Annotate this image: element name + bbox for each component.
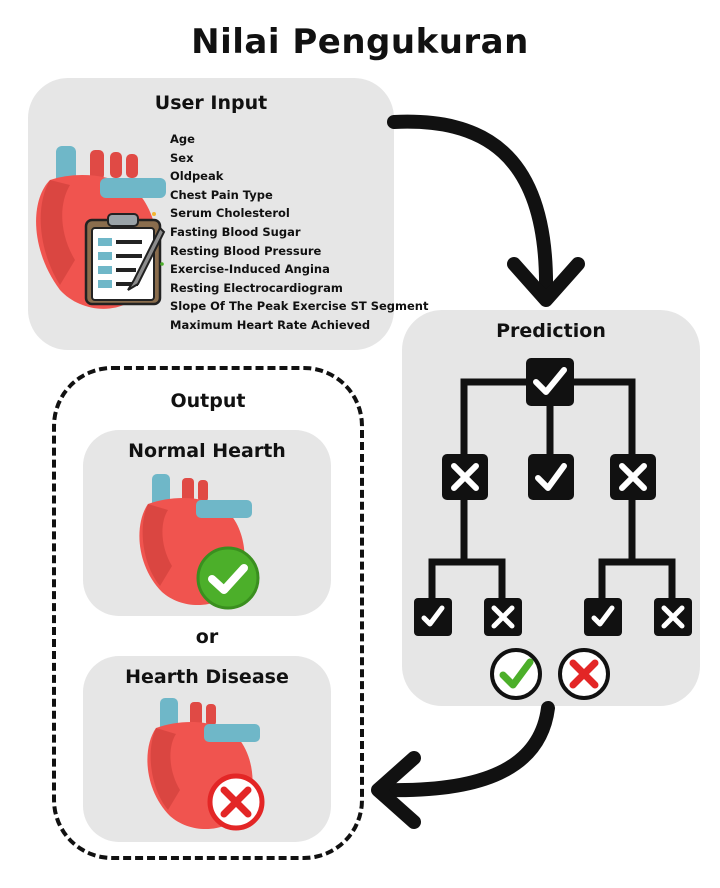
normal-heart-icon — [139, 474, 260, 610]
disease-heart-icon — [147, 698, 265, 831]
feature-list: Age Sex Oldpeak Chest Pain Type Serum Ch… — [170, 130, 428, 335]
feature-item: Maximum Heart Rate Achieved — [170, 317, 371, 332]
feature-item: Resting Electrocardiogram — [170, 280, 343, 295]
green-check-icon — [490, 648, 542, 700]
prediction-heading: Prediction — [496, 320, 606, 342]
page-title: Nilai Pengukuran — [191, 22, 529, 62]
feature-item: Slope Of The Peak Exercise ST Segment — [170, 299, 429, 314]
user-input-heading: User Input — [154, 92, 268, 114]
output-heading: Output — [170, 390, 246, 412]
feature-item: Serum Cholesterol — [170, 206, 290, 221]
normal-heart-label: Normal Hearth — [128, 440, 286, 462]
feature-item: Sex — [170, 150, 194, 165]
heart-disease-label: Hearth Disease — [125, 666, 289, 688]
feature-item: Chest Pain Type — [170, 187, 273, 202]
feature-item: Exercise-Induced Angina — [170, 262, 330, 277]
feature-item: Fasting Blood Sugar — [170, 224, 301, 239]
or-label: or — [195, 626, 219, 648]
output-container — [52, 366, 364, 860]
red-cross-icon — [558, 648, 610, 700]
feature-item: Resting Blood Pressure — [170, 243, 322, 258]
feature-item: Oldpeak — [170, 169, 224, 184]
decision-tree-icon — [414, 358, 692, 636]
heart-clipboard-icon — [36, 146, 166, 309]
feature-item: Age — [170, 132, 195, 146]
